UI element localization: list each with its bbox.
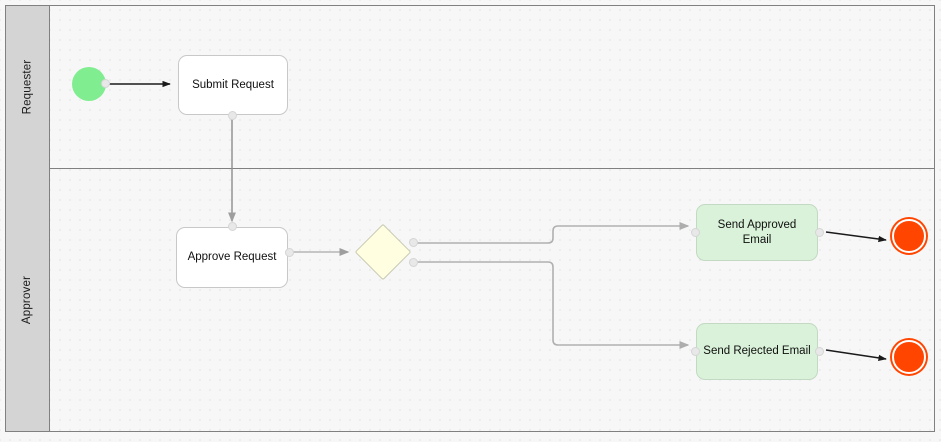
- task-send-approved-email[interactable]: Send Approved Email: [696, 204, 818, 261]
- anchor-approve-top: [228, 222, 237, 231]
- task-approve-request[interactable]: Approve Request: [176, 227, 288, 288]
- task-submit-request-label: Submit Request: [192, 78, 274, 91]
- lane-header-requester[interactable]: Requester: [6, 6, 50, 168]
- lane-divider: [6, 168, 934, 169]
- lane-header-approver[interactable]: Approver: [6, 168, 50, 431]
- task-send-approved-email-label: Send Approved Email: [717, 218, 797, 246]
- lane-label-approver: Approver: [21, 275, 34, 324]
- anchor-approved-left: [691, 228, 700, 237]
- start-event[interactable]: [72, 67, 106, 101]
- anchor-submit-bottom: [228, 111, 237, 120]
- end-event-rejected[interactable]: [892, 340, 926, 374]
- anchor-approved-right: [815, 228, 824, 237]
- anchor-gateway-right-top: [409, 238, 418, 247]
- task-send-rejected-email-label: Send Rejected Email: [703, 345, 811, 358]
- lane-requester[interactable]: Requester: [6, 6, 934, 168]
- anchor-gateway-right-bottom: [409, 258, 418, 267]
- task-send-rejected-email[interactable]: Send Rejected Email: [696, 323, 818, 380]
- lane-label-requester: Requester: [21, 59, 34, 115]
- anchor-approve-right: [285, 248, 294, 257]
- task-approve-request-label: Approve Request: [187, 251, 277, 264]
- task-submit-request[interactable]: Submit Request: [178, 55, 288, 115]
- anchor-rejected-left: [691, 347, 700, 356]
- anchor-rejected-right: [815, 347, 824, 356]
- pool: Requester Approver: [5, 5, 935, 432]
- lane-approver[interactable]: Approver: [6, 168, 934, 431]
- anchor-start-right: [101, 79, 110, 88]
- end-event-approved[interactable]: [892, 219, 926, 253]
